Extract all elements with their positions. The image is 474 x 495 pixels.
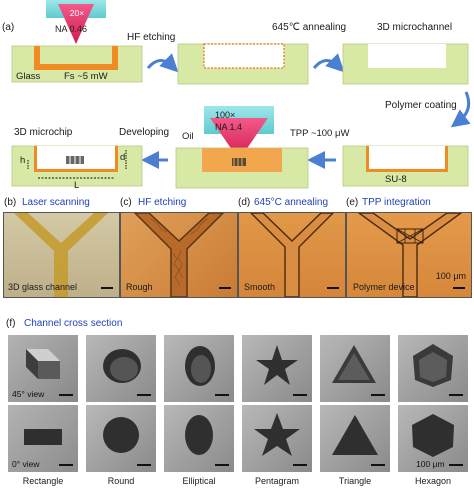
step3-microchannel — [342, 43, 469, 85]
scale-bar — [293, 394, 307, 396]
shape-name-round: Round — [107, 476, 135, 486]
photo-annealing: Smooth — [238, 212, 346, 298]
lens2-mag: 100× — [215, 110, 236, 120]
scale-bar — [59, 394, 73, 396]
sem-rectangle-0: 0° view — [8, 405, 78, 472]
photo-header-row: (b) Laser scanning (c) HF etching (d) 64… — [0, 197, 474, 209]
panel-d-label: (d) — [238, 197, 251, 208]
scale-bar — [215, 464, 229, 466]
photo-d-scale-bar — [327, 287, 339, 289]
lens1-na: NA 0.46 — [55, 24, 88, 34]
photo-c-scale-bar — [219, 287, 231, 289]
lens2-na: NA 1.4 — [215, 122, 243, 132]
sem-rectangle-45: 45° view — [8, 335, 78, 402]
photo-e-scale-bar — [453, 287, 465, 289]
scale-bar — [137, 464, 151, 466]
photo-laser-scanning: 3D glass channel — [3, 212, 120, 298]
scale-label: 100 μm — [416, 459, 445, 469]
sem-triangle-45 — [320, 335, 390, 402]
h-label: h — [20, 155, 26, 166]
fs-power-label: Fs ~5 mW — [64, 71, 108, 82]
panel-e-label: (e) — [346, 197, 359, 208]
photo-e-scale-label: 100 μm — [435, 271, 466, 281]
panel-f-label: (f) — [6, 318, 16, 329]
step6-microchip — [11, 145, 143, 187]
fabrication-schematic — [11, 0, 471, 189]
scale-bar — [215, 394, 229, 396]
sem-triangle-0 — [320, 405, 390, 472]
sem-round-45 — [86, 335, 156, 402]
view-45-label: 45° view — [12, 389, 45, 399]
glass-label: Glass — [16, 71, 41, 82]
photo-c-caption: Rough — [126, 282, 153, 292]
scale-bar — [449, 394, 463, 396]
shape-name-elliptical: Elliptical — [182, 476, 216, 486]
microchannel-label: 3D microchannel — [377, 22, 453, 33]
arrow-1 — [146, 53, 179, 73]
sem-pentagram-0 — [242, 405, 312, 472]
arrow-2 — [312, 53, 345, 73]
sem-pentagram-45 — [242, 335, 312, 402]
oil-label: Oil — [182, 131, 194, 142]
scale-bar — [371, 394, 385, 396]
shape-name-rectangle: Rectangle — [22, 476, 64, 486]
panel-f-title: Channel cross section — [24, 318, 123, 329]
polymer-coating-label: Polymer coating — [385, 100, 457, 111]
panel-c-title: HF etching — [138, 197, 187, 208]
sem-elliptical-45 — [164, 335, 234, 402]
laser-beam-1 — [58, 4, 94, 44]
lens1-mag: 20× — [69, 8, 85, 18]
microchip-label: 3D microchip — [14, 127, 73, 138]
shape-name-pentagram: Pentagram — [254, 476, 300, 486]
step1-laser-writing — [11, 0, 143, 83]
shape-name-triangle: Triangle — [338, 476, 372, 486]
panel-a-label: (a) — [2, 22, 15, 33]
panel-d-title: 645°C annealing — [254, 197, 329, 208]
sem-round-0 — [86, 405, 156, 472]
d-label: d — [120, 152, 126, 163]
tpp-power-label: TPP ~100 μW — [290, 128, 350, 139]
step5-tpp-writing — [175, 106, 309, 189]
view-0-label: 0° view — [12, 459, 40, 469]
panel-c-label: (c) — [120, 197, 132, 208]
sem-hexagon-45 — [398, 335, 468, 402]
photo-b-scale-bar — [101, 287, 113, 289]
sem-hexagon-0: 100 μm — [398, 405, 468, 472]
sem-elliptical-0 — [164, 405, 234, 472]
panel-b-title: Laser scanning — [22, 197, 90, 208]
photo-e-caption: Polymer device — [353, 282, 415, 292]
L-label: L — [74, 180, 80, 191]
photo-b-caption: 3D glass channel — [8, 282, 78, 292]
shape-name-hexagon: Hexagon — [414, 476, 452, 486]
panel-e-title: TPP integration — [362, 197, 431, 208]
developing-label: Developing — [119, 127, 170, 138]
su8-label: SU-8 — [385, 174, 407, 185]
annealing-label: 645℃ annealing — [272, 22, 347, 33]
arrow-3 — [450, 91, 471, 128]
photo-hf-etching: Rough — [120, 212, 238, 298]
photo-tpp-integration: Polymer device 100 μm — [346, 212, 472, 298]
scale-bar — [137, 394, 151, 396]
step2-hf-etched — [177, 43, 309, 85]
scale-bar — [371, 464, 385, 466]
laser-beam-2 — [210, 118, 268, 160]
scale-bar — [449, 464, 463, 466]
scale-bar — [293, 464, 307, 466]
photo-d-caption: Smooth — [244, 282, 276, 292]
panel-b-label: (b) — [4, 197, 17, 208]
step4-su8-coated — [342, 145, 469, 187]
hf-etching-label: HF etching — [127, 32, 176, 43]
scale-bar — [59, 464, 73, 466]
